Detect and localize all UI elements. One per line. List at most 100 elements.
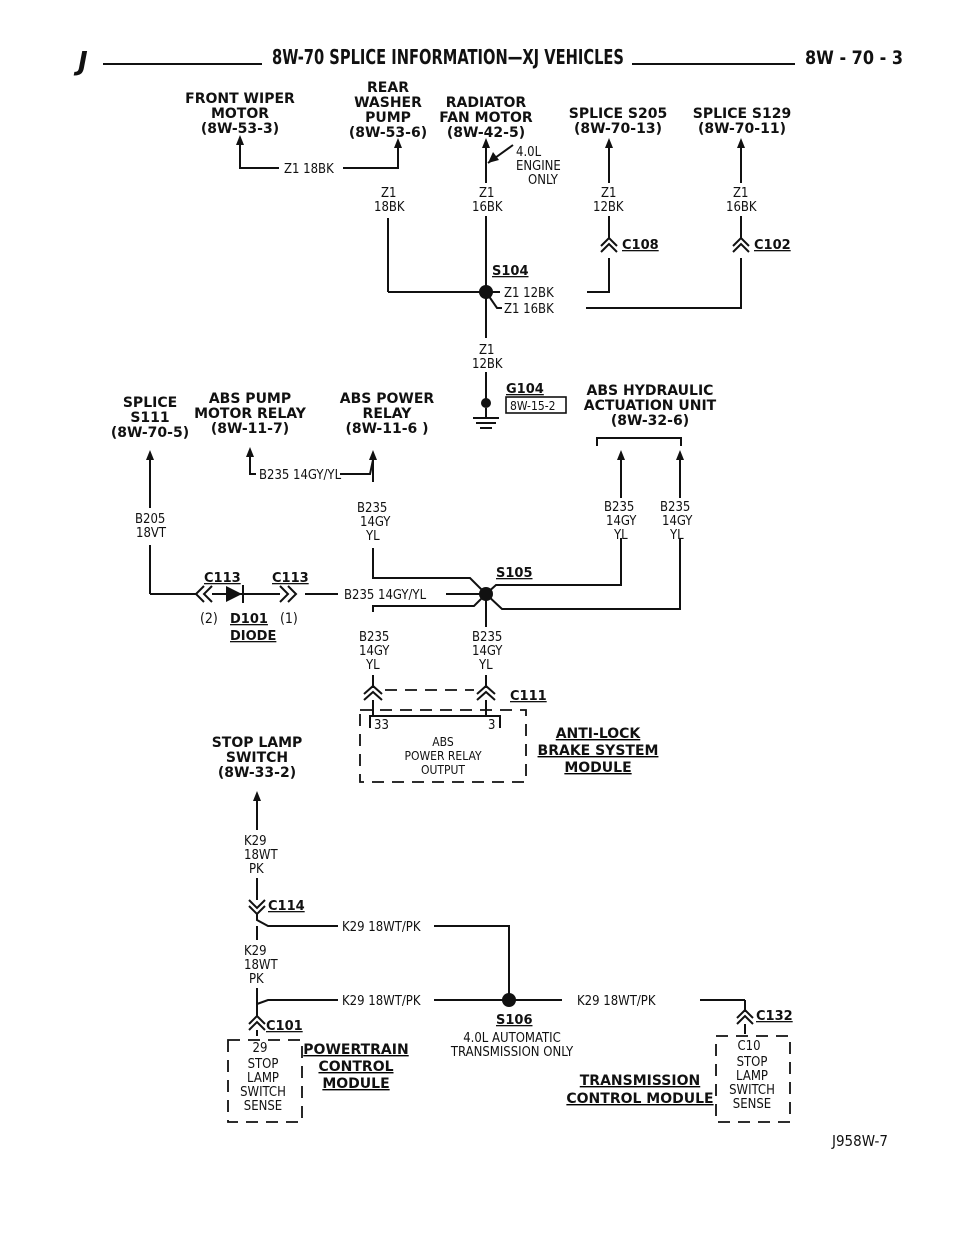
fan-arrow-icon: [482, 138, 490, 148]
abs-pin-3: 3: [488, 718, 495, 733]
trans-note-line1: 4.0L AUTOMATIC: [463, 1031, 561, 1046]
abs-pump-relay-line1: ABS PUMP: [209, 391, 291, 407]
diode-icon: [226, 586, 242, 602]
wire-b235-low2-line2: 14GY: [472, 644, 503, 659]
abs-hydraulic-label: ABS HYDRAULIC ACTUATION UNIT (8W-32-6): [584, 383, 717, 429]
pcm-pin-label-line3: SWITCH: [240, 1085, 286, 1100]
wire-z1-16bk-b-line1: Z1: [733, 186, 748, 201]
pcm-pin-label-line2: LAMP: [247, 1071, 279, 1086]
rear-washer-line2: WASHER: [354, 95, 422, 111]
ground-g104: G104 8W-15-2: [473, 382, 567, 429]
powertrain-label: POWERTRAIN CONTROL MODULE: [303, 1042, 408, 1092]
wire-b235-low2-line3: YL: [478, 658, 493, 673]
splice-s104-dot: [479, 285, 493, 299]
hydraulic-arrow-1-icon: [617, 450, 625, 460]
wire-k29-a-line3: PK: [249, 862, 264, 877]
splice-s205-line2: (8W-70-13): [574, 121, 662, 137]
splice-s205-label: SPLICE S205 (8W-70-13): [569, 106, 668, 137]
front-wiper-line3: (8W-53-3): [201, 121, 279, 137]
s111-arrow-icon: [146, 450, 154, 460]
ground-ref-label: 8W-15-2: [510, 399, 555, 413]
wire-k29-b-line3: PK: [249, 972, 264, 987]
anti-lock-line1: ANTI-LOCK: [556, 726, 642, 742]
wire-z1-12bk-a-line1: Z1: [601, 186, 616, 201]
abs-output-line3: OUTPUT: [421, 763, 465, 777]
connector-c102-icon: [732, 236, 750, 253]
splice-s106-dot: [502, 993, 516, 1007]
connector-c113b-label: C113: [272, 571, 309, 586]
rear-washer-label: REAR WASHER PUMP (8W-53-6): [349, 80, 427, 141]
ground-icon: [473, 417, 499, 429]
connector-c108-label: C108: [622, 238, 659, 253]
wire-k29-inline-c: K29 18WT/PK: [577, 994, 656, 1009]
engine-note-arrow-icon: [488, 152, 499, 163]
powertrain-line2: CONTROL: [318, 1059, 393, 1075]
abs-power-relay-line1: ABS POWER: [340, 391, 435, 407]
connector-c114-icon: [248, 899, 266, 916]
splice-s104-label: S104: [492, 264, 529, 279]
diode-pin-left: (2): [200, 611, 218, 627]
abs-pin-33: 33: [374, 718, 389, 733]
wire-k29-inline-b: K29 18WT/PK: [342, 994, 421, 1009]
pcm-pin-label-line1: STOP: [248, 1057, 279, 1072]
s129-arrow-icon: [737, 138, 745, 148]
rear-washer-arrow-icon: [394, 138, 402, 148]
abs-power-relay-line2: RELAY: [363, 406, 413, 422]
stop-lamp-line1: STOP LAMP: [212, 735, 303, 751]
splice-s111-line1: SPLICE: [123, 395, 177, 411]
connector-c101-label: C101: [266, 1019, 303, 1034]
s205-arrow-icon: [605, 138, 613, 148]
wire-z1-12bk-b-line1: Z1: [479, 343, 494, 358]
abs-pump-relay-label: ABS PUMP MOTOR RELAY (8W-11-7): [194, 391, 307, 437]
wire-b235-inline: B235 14GY/YL: [259, 468, 342, 483]
power-relay-arrow-icon: [369, 450, 377, 460]
connector-c132-label: C132: [756, 1009, 793, 1024]
connector-c108: C108: [600, 236, 659, 253]
connector-c101-icon: [248, 1014, 266, 1031]
diode-d101-label: D101: [230, 612, 268, 627]
wire-z1-12bk-a-line2: 12BK: [593, 200, 624, 215]
abs-pump-relay-line3: (8W-11-7): [211, 421, 289, 437]
tcm-pin-c10: C10: [737, 1039, 760, 1054]
pcm-pin-box: 29 STOP LAMP SWITCH SENSE: [227, 1039, 303, 1123]
front-wiper-line1: FRONT WIPER: [185, 91, 295, 107]
stop-lamp-label: STOP LAMP SWITCH (8W-33-2): [212, 735, 303, 781]
splice-s205-line1: SPLICE S205: [569, 106, 668, 122]
connector-c102-label: C102: [754, 238, 791, 253]
rear-washer-line3: PUMP: [365, 110, 411, 126]
page-title: 8W-70 SPLICE INFORMATION—XJ VEHICLES: [272, 45, 624, 69]
connector-c108-icon: [600, 236, 618, 253]
engine-note-line2: ENGINE: [516, 159, 561, 174]
middle-arrows: [146, 447, 684, 460]
tcm-pin-label-line3: SWITCH: [729, 1083, 775, 1098]
connector-c111-icon-1: [363, 684, 383, 701]
front-wiper-label: FRONT WIPER MOTOR (8W-53-3): [185, 91, 295, 137]
connector-c111-icon-2: [476, 684, 496, 701]
header-letter: J: [73, 47, 88, 77]
stop-lamp-line3: (8W-33-2): [218, 765, 296, 781]
wire-b235-low1-line2: 14GY: [359, 644, 390, 659]
top-arrows: [236, 135, 745, 163]
wire-z1-18bk-line2: 18BK: [374, 200, 405, 215]
wire-z1-16bk-a-line2: 16BK: [472, 200, 503, 215]
tcm-pin-label-line4: SENSE: [733, 1097, 771, 1112]
pcm-pin-label-line4: SENSE: [244, 1099, 282, 1114]
anti-lock-line3: MODULE: [564, 760, 631, 776]
splice-s105-label: S105: [496, 566, 533, 581]
diode-d101: C113 C113 (2) D101 (1) DIODE: [194, 571, 309, 644]
abs-pin-bracket: [369, 715, 501, 728]
wire-z1-16bk-b-line2: 16BK: [726, 200, 757, 215]
radiator-fan-line3: (8W-42-5): [447, 125, 525, 141]
transmission-line1: TRANSMISSION: [580, 1073, 700, 1089]
rear-washer-line4: (8W-53-6): [349, 125, 427, 141]
abs-module-box: 33 3 ABS POWER RELAY OUTPUT: [359, 709, 527, 783]
connector-c111-label: C111: [510, 689, 547, 704]
wire-z1-18bk-line1: Z1: [381, 186, 396, 201]
stop-lamp-line2: SWITCH: [226, 750, 288, 766]
hydraulic-arrow-2-icon: [676, 450, 684, 460]
wire-k29-inline-a: K29 18WT/PK: [342, 920, 421, 935]
ground-ref-box: [505, 396, 567, 414]
ground-dot: [481, 398, 491, 408]
pcm-pin-outline: [227, 1039, 303, 1123]
wire-b205-line2: 18VT: [136, 526, 167, 541]
